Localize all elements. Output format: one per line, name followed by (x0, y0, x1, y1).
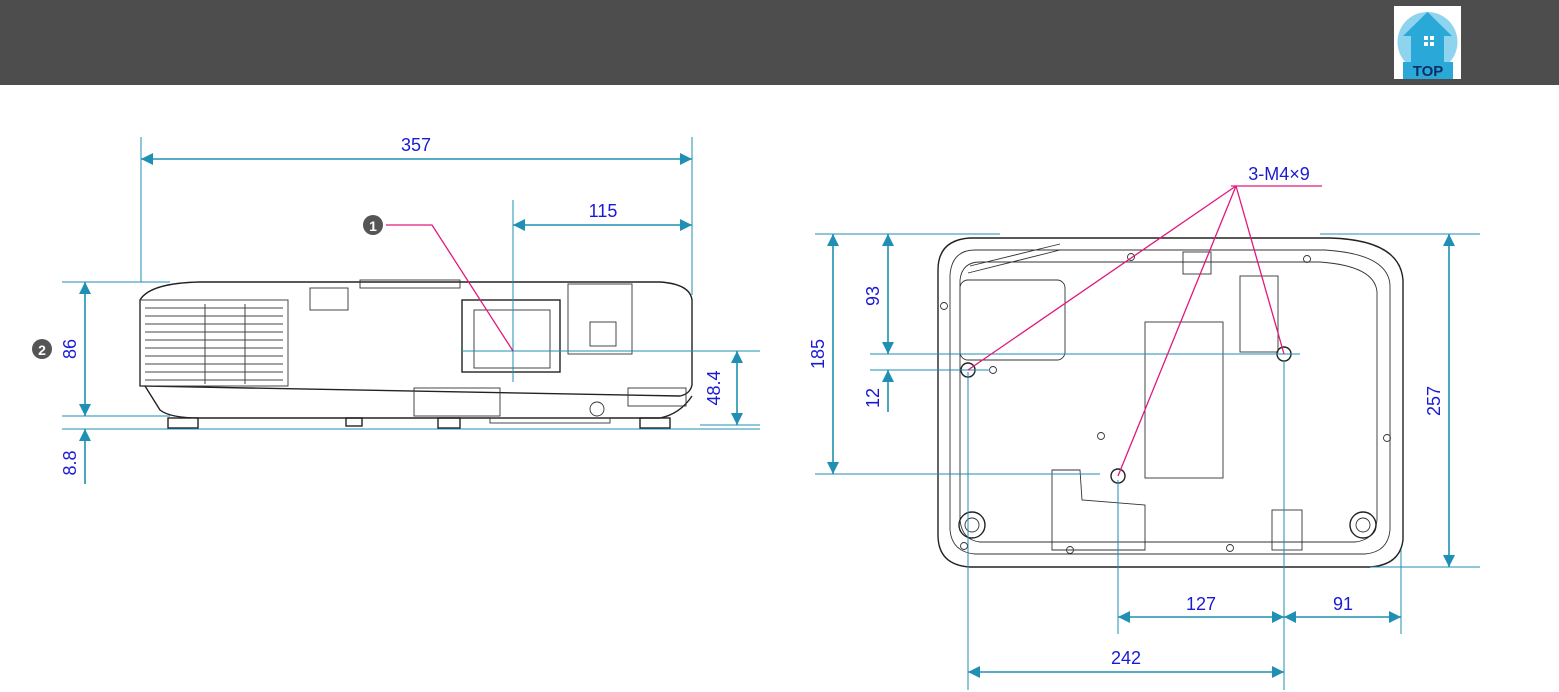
lens-center-height-label: 48.4 (704, 370, 724, 405)
callout-2-label: 2 (38, 342, 46, 358)
dimension-diagram: 357 115 86 8.8 48.4 1 2 (0, 85, 1559, 692)
front-height-label: 86 (60, 339, 80, 359)
top-button[interactable]: TOP (1394, 6, 1461, 79)
hole-offset-right-label: 91 (1333, 594, 1353, 614)
hole-spacing-b-label: 242 (1111, 648, 1141, 668)
house-icon: TOP (1394, 6, 1461, 79)
overall-depth-label: 257 (1424, 386, 1444, 416)
projector-front-drawing (140, 280, 692, 428)
callout-1-label: 1 (369, 218, 377, 234)
lens-offset-label: 115 (589, 201, 618, 221)
depth-gap-label: 12 (863, 388, 883, 408)
front-width-label: 357 (401, 135, 431, 155)
foot-height-label: 8.8 (60, 450, 80, 475)
screw-spec-label: 3-M4×9 (1248, 164, 1310, 184)
header-bar (0, 0, 1559, 85)
projector-bottom-drawing (938, 238, 1403, 567)
front-view: 357 115 86 8.8 48.4 1 2 (32, 135, 760, 484)
depth-total-label: 185 (808, 339, 828, 369)
top-label: TOP (1413, 63, 1444, 79)
hole-spacing-a-label: 127 (1186, 594, 1216, 614)
depth-upper-label: 93 (863, 286, 883, 306)
bottom-view: 185 93 12 257 127 91 242 3-M4×9 (808, 164, 1480, 690)
